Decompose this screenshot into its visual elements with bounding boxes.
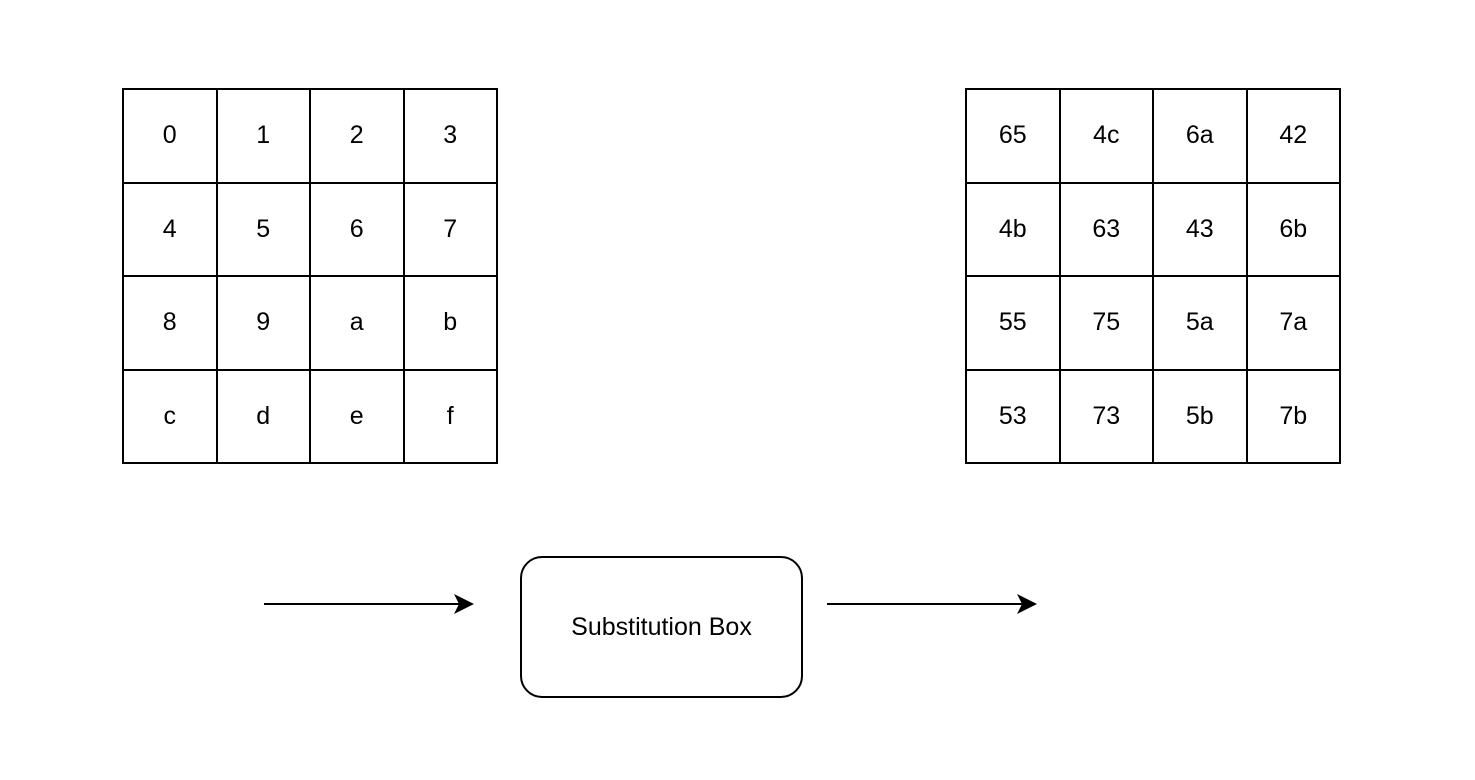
output-cell: 5a	[1154, 277, 1248, 371]
input-cell: 3	[404, 90, 498, 184]
output-cell: 6b	[1247, 183, 1341, 277]
output-cell: 7a	[1247, 277, 1341, 371]
input-cell: 0	[124, 90, 218, 184]
substitution-box-label: Substitution Box	[571, 612, 752, 641]
output-grid: 65 4c 6a 42 4b 63 43 6b 55 75 5a 7a 53 7…	[965, 88, 1341, 464]
input-cell: e	[311, 370, 405, 464]
substitution-box: Substitution Box	[520, 556, 803, 698]
output-arrow	[827, 594, 1037, 614]
input-grid: 0 1 2 3 4 5 6 7 8 9 a b c d e f	[122, 88, 498, 464]
output-cell: 73	[1060, 370, 1154, 464]
input-cell: 2	[311, 90, 405, 184]
input-cell: b	[404, 277, 498, 371]
output-cell: 5b	[1154, 370, 1248, 464]
output-cell: 43	[1154, 183, 1248, 277]
output-cell: 4c	[1060, 90, 1154, 184]
output-cell: 53	[967, 370, 1061, 464]
input-cell: d	[217, 370, 311, 464]
input-cell: a	[311, 277, 405, 371]
input-cell: 7	[404, 183, 498, 277]
input-cell: 5	[217, 183, 311, 277]
input-cell: 9	[217, 277, 311, 371]
input-cell: f	[404, 370, 498, 464]
output-cell: 75	[1060, 277, 1154, 371]
output-cell: 6a	[1154, 90, 1248, 184]
output-cell: 4b	[967, 183, 1061, 277]
output-cell: 55	[967, 277, 1061, 371]
output-cell: 7b	[1247, 370, 1341, 464]
input-cell: 6	[311, 183, 405, 277]
input-cell: c	[124, 370, 218, 464]
output-cell: 42	[1247, 90, 1341, 184]
input-cell: 8	[124, 277, 218, 371]
input-cell: 1	[217, 90, 311, 184]
input-cell: 4	[124, 183, 218, 277]
output-cell: 65	[967, 90, 1061, 184]
output-cell: 63	[1060, 183, 1154, 277]
input-arrow	[264, 594, 474, 614]
